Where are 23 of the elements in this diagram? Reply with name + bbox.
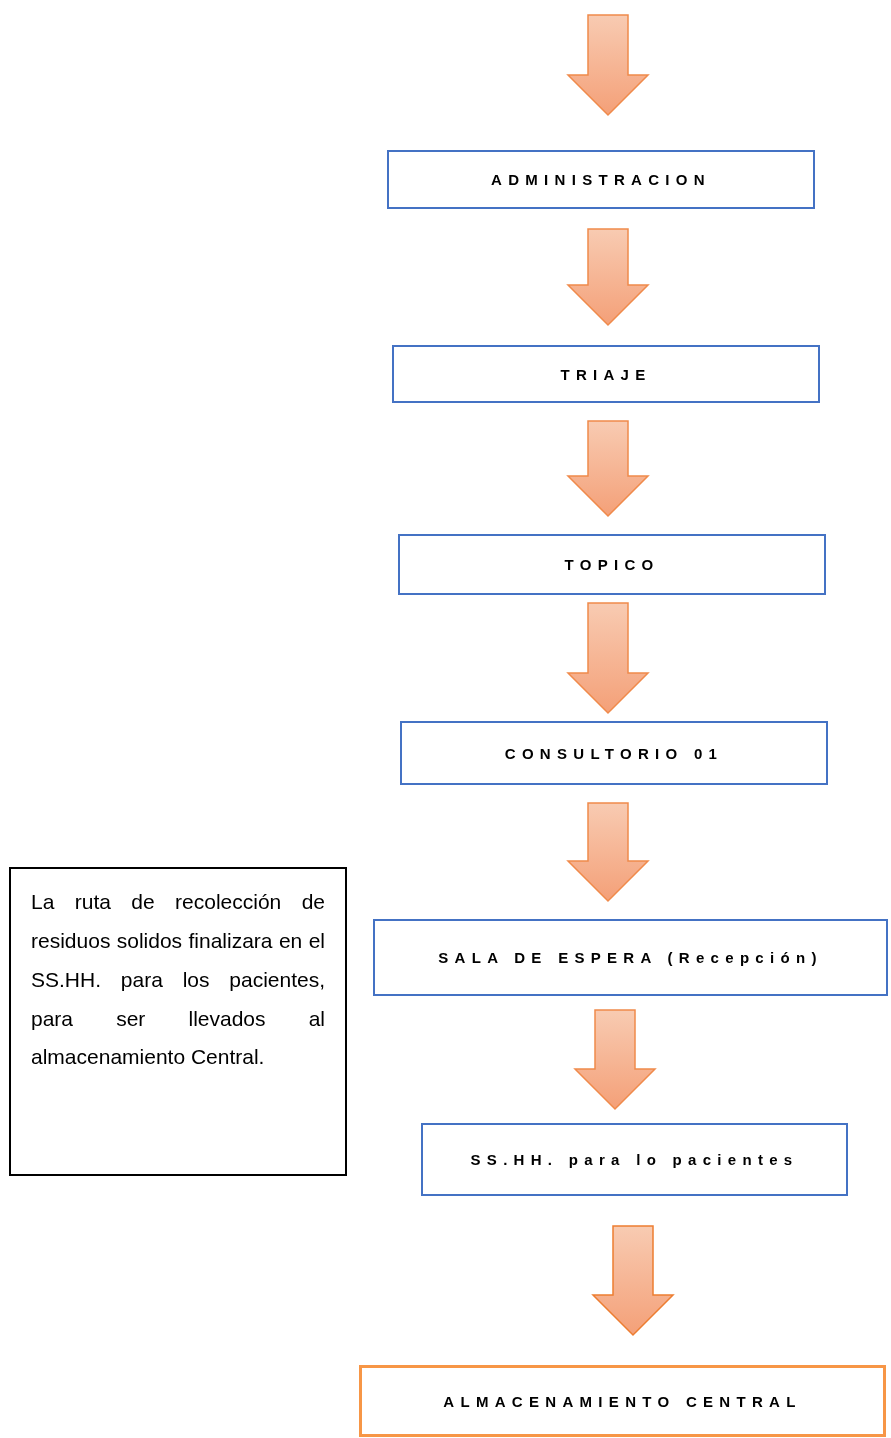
block-arrow xyxy=(566,802,650,903)
block-arrow xyxy=(573,1009,657,1111)
process-box xyxy=(398,534,826,595)
block-arrow xyxy=(566,602,650,715)
process-box xyxy=(421,1123,848,1196)
box-label: CONSULTORIO 01 xyxy=(504,744,724,762)
block-arrow xyxy=(591,1225,675,1337)
note-text: La ruta de recolección de residuos solidos finalizara en el SS.HH. para los pacientes, para ser llevados al almacenamiento Central. xyxy=(31,889,325,1071)
box-label: SS.HH. para lo pacientes xyxy=(470,1151,799,1168)
block-arrow xyxy=(566,228,650,327)
box-label: ADMINISTRACION xyxy=(491,171,711,188)
box-label: TRIAJE xyxy=(560,365,652,383)
note-box xyxy=(9,867,347,1176)
process-box xyxy=(392,345,820,403)
process-box xyxy=(400,721,828,785)
process-box xyxy=(373,919,888,996)
block-arrow xyxy=(566,14,650,117)
block-arrow xyxy=(566,420,650,518)
process-box xyxy=(359,1365,886,1437)
box-label: SALA DE ESPERA (Recepción) xyxy=(438,949,823,966)
box-label: ALMACENAMIENTO CENTRAL xyxy=(443,1392,802,1410)
process-box xyxy=(387,150,815,209)
box-label: TOPICO xyxy=(564,556,660,573)
